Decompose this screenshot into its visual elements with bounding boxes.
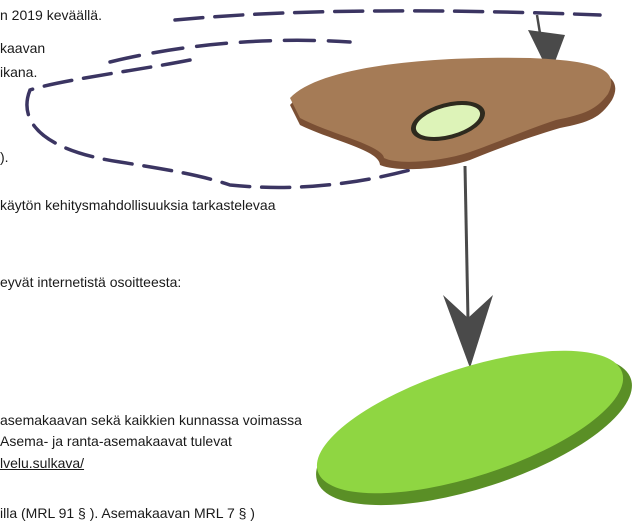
text-line: n 2019 keväällä. — [0, 7, 102, 24]
text-line: eyvät internetistä osoitteesta: — [0, 274, 181, 291]
text-line: illa (MRL 91 § ). Asemakaavan MRL 7 § ) — [0, 505, 255, 522]
text-line: käytön kehitysmahdollisuuksia tarkastele… — [0, 197, 275, 214]
text-line: Asema- ja ranta-asemakaavat tulevat — [0, 433, 232, 450]
url-link[interactable]: lvelu.sulkava/ — [0, 455, 84, 472]
text-line: kaavan — [0, 40, 45, 57]
text-line: asemakaavan sekä kaikkien kunnassa voima… — [0, 412, 302, 429]
text-line: ikana. — [0, 64, 37, 81]
text-line: ). — [0, 149, 9, 166]
